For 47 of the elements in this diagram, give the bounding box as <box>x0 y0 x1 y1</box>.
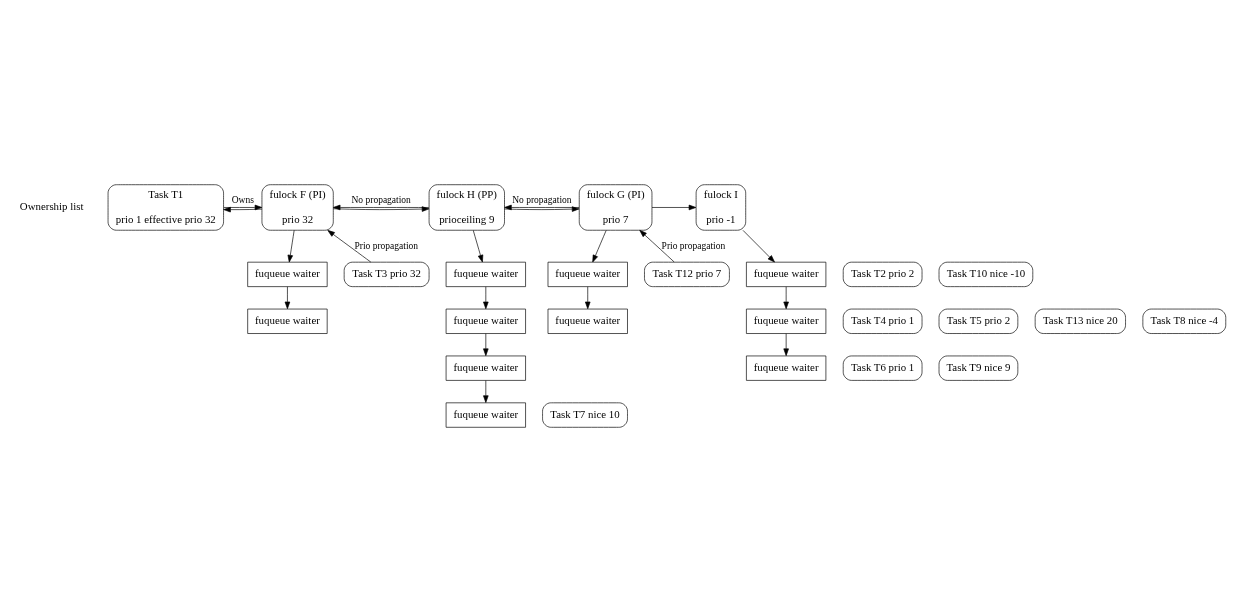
edge-label: Prio propagation <box>661 240 726 251</box>
node-box: fuqueue waiter <box>445 355 526 381</box>
node-box: fuqueue waiter <box>547 261 628 287</box>
node-box: Task T7 nice 10 <box>542 402 628 428</box>
node-box: Task T5 prio 2 <box>938 308 1019 334</box>
edge-label: Owns <box>231 194 254 205</box>
node-box: Task T9 nice 9 <box>938 355 1019 381</box>
arrow <box>639 229 675 262</box>
arrow <box>651 204 697 210</box>
node-box: Task T3 prio 32 <box>343 261 430 287</box>
node-box: fuqueue waiter <box>445 261 526 287</box>
node-box: fuqueue waiter <box>746 355 827 381</box>
node-box: fulock F (PI) prio 32 <box>261 183 334 231</box>
edge-label: Prio propagation <box>354 240 419 251</box>
node-box: fuqueue waiter <box>247 261 328 287</box>
node-box: fuqueue waiter <box>445 308 526 334</box>
node-box: fulock I prio -1 <box>695 183 747 231</box>
node-box: fulock H (PP) prioceiling 9 <box>428 183 505 231</box>
node-box: Task T2 prio 2 <box>842 261 923 287</box>
arrow <box>483 285 489 309</box>
arrow <box>783 285 789 309</box>
node-box: Task T12 prio 7 <box>644 261 730 287</box>
node-box: Task T4 prio 1 <box>842 308 923 334</box>
node-box: Task T10 nice -10 <box>938 261 1034 287</box>
node-box: fuqueue waiter <box>746 261 827 287</box>
arrow <box>742 229 775 262</box>
arrow <box>327 229 372 262</box>
arrow <box>284 285 291 309</box>
node-box: Task T8 nice -4 <box>1142 308 1227 334</box>
node-box: fulock G (PI) prio 7 <box>578 183 653 231</box>
node-box: fuqueue waiter <box>247 308 328 334</box>
node-box: Task T1 prio 1 effective prio 32 <box>107 183 224 231</box>
node-box: fuqueue waiter <box>547 308 628 334</box>
node-box: fuqueue waiter <box>445 402 526 428</box>
arrow <box>472 229 484 262</box>
edge-label: No propagation <box>351 194 411 205</box>
edge-label: No propagation <box>512 194 572 205</box>
node-box: fuqueue waiter <box>746 308 827 334</box>
arrow <box>783 332 789 356</box>
arrow <box>483 379 489 403</box>
arrow <box>592 229 607 262</box>
arrow <box>585 285 591 309</box>
node-box: Task T13 nice 20 <box>1034 308 1126 334</box>
node-box: Task T6 prio 1 <box>842 355 923 381</box>
arrow <box>483 332 489 356</box>
arrow <box>287 229 295 262</box>
label: Ownership list <box>19 199 84 212</box>
